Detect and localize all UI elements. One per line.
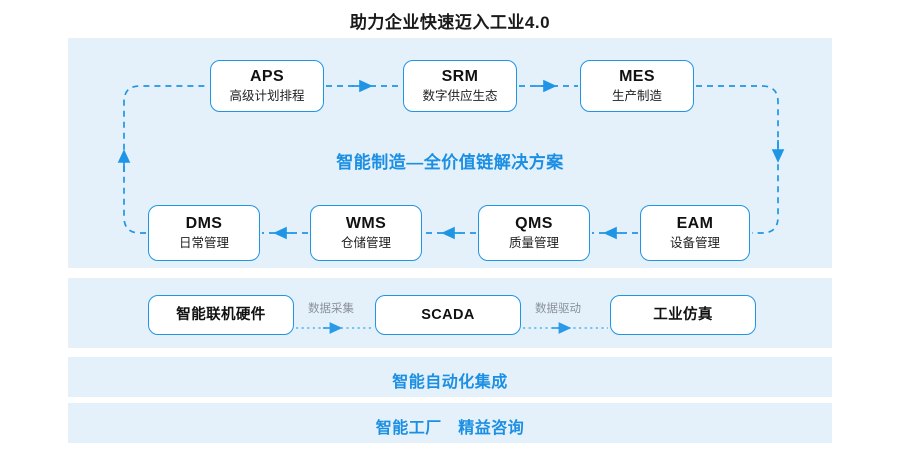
integration-band-label: 智能自动化集成 [392,374,508,391]
node-scada[interactable]: SCADA [375,295,521,335]
flow-label-data-driven: 数据驱动 [535,303,581,315]
node-qms[interactable]: QMS 质量管理 [478,205,590,261]
node-code: EAM [676,215,714,233]
node-code: MES [619,68,655,86]
node-code: 智能联机硬件 [176,306,266,323]
node-code: SCADA [421,306,475,323]
node-code: WMS [345,215,387,233]
node-code: SRM [441,68,479,86]
value-chain-headline: 智能制造—全价值链解决方案 [336,153,564,172]
flow-label-data-collection: 数据采集 [308,303,354,315]
node-desc: 仓储管理 [340,236,391,251]
node-desc: 设备管理 [669,236,720,251]
node-desc: 高级计划排程 [229,89,305,104]
node-desc: 质量管理 [508,236,559,251]
page-title: 助力企业快速迈入工业4.0 [349,13,551,32]
node-srm[interactable]: SRM 数字供应生态 [403,60,517,112]
consulting-band-label: 智能工厂 精益咨询 [375,420,525,437]
node-mes[interactable]: MES 生产制造 [580,60,694,112]
integration-band-panel [68,357,832,397]
node-wms[interactable]: WMS 仓储管理 [310,205,422,261]
node-desc: 日常管理 [178,236,229,251]
node-dms[interactable]: DMS 日常管理 [148,205,260,261]
node-desc: 数字供应生态 [422,89,498,104]
node-aps[interactable]: APS 高级计划排程 [210,60,324,112]
node-code: QMS [515,215,553,233]
node-desc: 生产制造 [611,89,662,104]
node-industrial-simulation[interactable]: 工业仿真 [610,295,756,335]
consulting-band-panel [68,403,832,443]
node-smart-hardware[interactable]: 智能联机硬件 [148,295,294,335]
node-eam[interactable]: EAM 设备管理 [640,205,750,261]
node-code: DMS [185,215,223,233]
node-code: 工业仿真 [653,306,713,323]
node-code: APS [249,68,285,86]
